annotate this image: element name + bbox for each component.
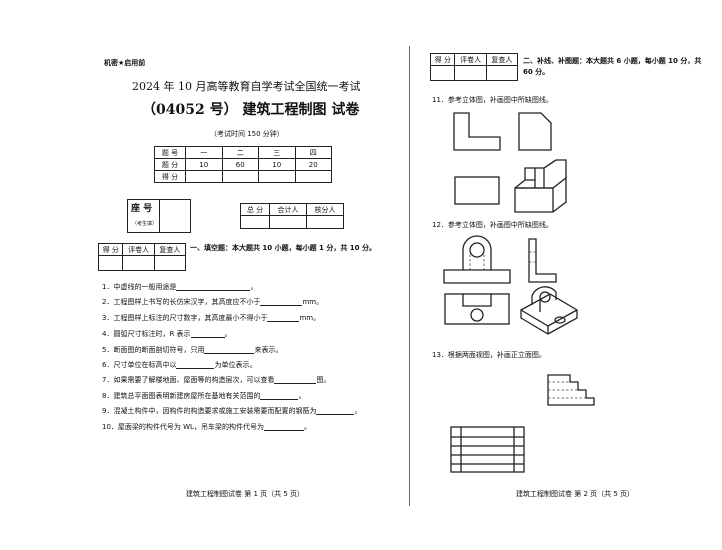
answer-blank[interactable] [260,298,303,306]
answer-blank[interactable] [190,330,225,338]
q11-view-plan [454,176,500,205]
seat-label-cell: 座 号 （考生填） [128,200,160,232]
q12-front-view [443,235,511,284]
question-text: 3．工程图样上标注的尺寸数字，其高度最小不得小于 [102,314,268,322]
q12-isometric [520,286,578,335]
total-cell-empty[interactable] [305,215,345,229]
question-text: 2．工程图样上书写的长仿宋汉字，其高度应不小于 [102,298,261,306]
question-suffix: 为单位表示。 [214,361,257,369]
question-4: 4．圆弧尺寸标注时，R 表示 。 [102,330,232,338]
question-text: 4．圆弧尺寸标注时，R 表示 [102,330,191,338]
question-text: 10．屋面梁的构件代号为 WL，吊车梁的构件代号为 [102,423,264,431]
question-suffix: mm。 [302,298,324,306]
answer-blank[interactable] [176,361,215,369]
page-divider [409,46,410,506]
answer-blank[interactable] [260,392,299,400]
question-3: 3．工程图样上标注的尺寸数字，其高度最小不得小于 mm。 [102,314,320,322]
question-text: 1．中虚线的一般用途是 [102,283,177,291]
seat-note: （考生填） [132,221,158,227]
q12-plan-view [444,293,510,325]
question-suffix: 图。 [316,376,331,384]
q13-plan-view [450,426,525,473]
answer-blank[interactable] [176,283,251,291]
time-note: （考试时间 150 分钟） [210,130,284,138]
q11-view-chamfered [518,112,552,151]
grader-table-left: 得 分 评卷人 复查人 [97,243,187,271]
question-suffix: 来表示。 [254,346,283,354]
question-10: 10．屋面梁的构件代号为 WL，吊车梁的构件代号为 。 [102,423,311,431]
question-text: 6．尺寸单位在标高中以 [102,361,177,369]
question-11: 11．参考立体图，补画图中所缺图线。 [432,96,553,104]
score-row-label: 得 分 [154,170,186,183]
section2-title: 二、补线、补图题：本大题共 6 小题，每小题 10 分，共 60 分。 [523,57,702,76]
total-table: 总 分 合计人 核分人 [240,203,345,229]
grader-cell-empty[interactable] [153,255,187,271]
question-13: 13．根据两面视图，补画正立面图。 [432,351,546,359]
question-suffix: 。 [303,423,311,431]
question-suffix: 。 [298,392,306,400]
question-12: 12．参考立体图，补画图中所缺图线。 [432,221,553,229]
paper-title: （04052 号） 建筑工程制图 试卷 [142,102,360,118]
q13-side-view [547,374,595,406]
seat-box: 座 号 （考生填） [127,199,191,233]
answer-blank[interactable] [263,423,304,431]
question-text: 7．如果需要了解楼地面、屋面等的构造层次，可以查看 [102,376,275,384]
question-2: 2．工程图样上书写的长仿宋汉字，其高度应不小于 mm。 [102,298,323,306]
answer-blank[interactable] [274,376,317,384]
secret-label: 机密★启用前 [104,59,146,67]
seat-label: 座 号 [131,204,153,214]
grader-header: 得 分 [97,243,124,256]
question-6: 6．尺寸单位在标高中以 为单位表示。 [102,361,256,369]
exam-title: 2024 年 10 月高等教育自学考试全国统一考试 [132,80,361,93]
grader-cell-empty[interactable] [429,65,456,81]
question-suffix: 。 [250,283,258,291]
q11-view-l-shape [453,112,501,151]
right-footer: 建筑工程制图试卷 第 2 页（共 5 页） [516,490,635,498]
grader-table-right: 得 分 评卷人 复查人 [429,53,519,81]
question-text: 9．混凝土构件中，因构件的构造要求或施工安装需要而配置的钢筋为 [102,407,317,415]
question-text: 8．建筑总平面图表明新建房屋所在基地有关范围的 [102,392,261,400]
question-text: 5．断面图的断面剖切符号，只用 [102,346,205,354]
score-table-row: 得 分 [154,170,332,183]
question-7: 7．如果需要了解楼地面、屋面等的构造层次，可以查看 图。 [102,376,330,384]
score-table: 题 号 一 二 三 四 题 分 10 60 10 20 得 分 [154,146,332,183]
question-suffix: mm。 [299,314,321,322]
question-suffix: 。 [354,407,362,415]
answer-blank[interactable] [316,407,355,415]
answer-blank[interactable] [267,314,300,322]
question-9: 9．混凝土构件中，因构件的构造要求或施工安装需要而配置的钢筋为 。 [102,407,361,415]
question-suffix: 。 [224,330,232,338]
section1-title: 一、填空题：本大题共 10 小题，每小题 1 分，共 10 分。 [190,244,376,252]
score-cell-empty[interactable] [294,170,332,183]
grader-cell-empty[interactable] [97,255,124,271]
grader-cell-empty[interactable] [485,65,519,81]
q12-side-view [528,238,557,283]
question-1: 1．中虚线的一般用途是 。 [102,283,257,291]
answer-blank[interactable] [204,346,255,354]
q11-isometric [514,159,567,213]
left-footer: 建筑工程制图试卷 第 1 页（共 5 页） [186,490,305,498]
question-5: 5．断面图的断面剖切符号，只用 来表示。 [102,346,282,354]
question-8: 8．建筑总平面图表明新建房屋所在基地有关范围的 。 [102,392,305,400]
